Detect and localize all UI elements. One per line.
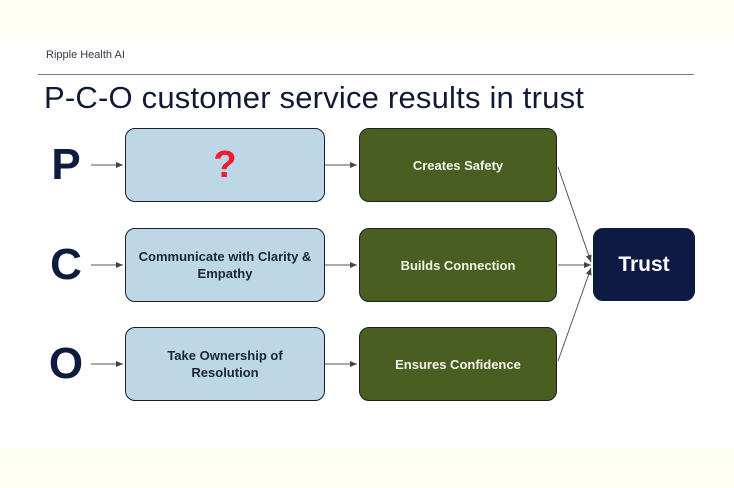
letter-p: P bbox=[51, 140, 81, 189]
letter-o: O bbox=[48, 339, 84, 388]
action-label-c: Communicate with Clarity & Empathy bbox=[138, 249, 312, 281]
question-mark-placeholder: ? bbox=[213, 143, 237, 186]
outcome-label-confidence: Ensures Confidence bbox=[395, 356, 521, 372]
arrow-outcome3-to-trust bbox=[557, 267, 592, 362]
action-label-o: Take Ownership of Resolution bbox=[167, 348, 283, 380]
outcome-label-safety: Creates Safety bbox=[412, 157, 504, 173]
trust-box: Trust bbox=[593, 228, 695, 301]
outcome-box-confidence: Ensures Confidence bbox=[359, 327, 557, 401]
brand-label: Ripple Health AI bbox=[46, 49, 125, 61]
action-box-p: ? bbox=[125, 128, 325, 202]
trust-label: Trust bbox=[618, 253, 670, 276]
action-box-o: Take Ownership of Resolution bbox=[125, 327, 325, 401]
outcome-box-connection: Builds Connection bbox=[359, 228, 557, 302]
slide-title: P-C-O customer service results in trust bbox=[44, 80, 585, 115]
bottom-band bbox=[0, 450, 734, 488]
top-band bbox=[0, 0, 734, 37]
header-divider bbox=[38, 74, 694, 75]
outcome-box-safety: Creates Safety bbox=[359, 128, 557, 202]
arrow-outcome1-to-trust bbox=[557, 166, 592, 263]
letter-c: C bbox=[50, 240, 82, 289]
outcome-label-connection: Builds Connection bbox=[400, 257, 516, 273]
action-box-c: Communicate with Clarity & Empathy bbox=[125, 228, 325, 302]
